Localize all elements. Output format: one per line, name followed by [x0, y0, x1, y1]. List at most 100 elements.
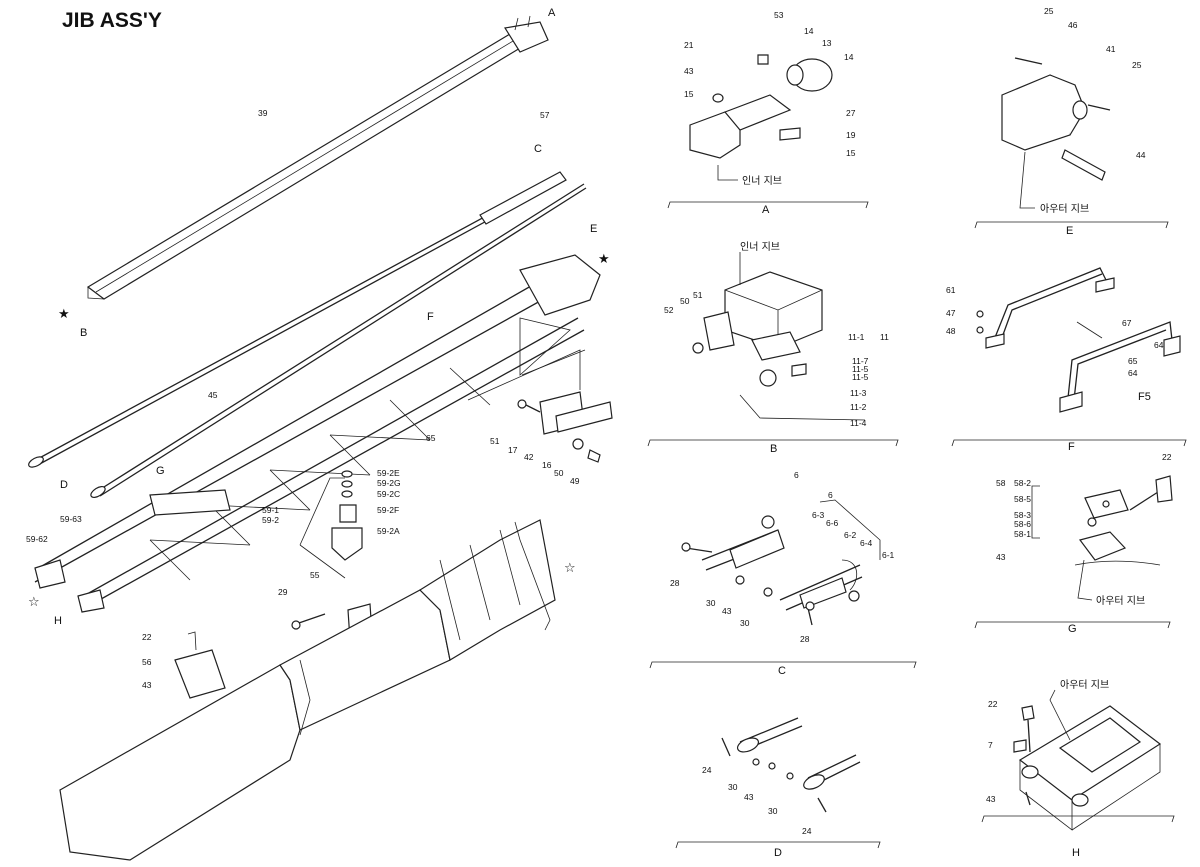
star-marker-h: ☆ — [28, 595, 40, 610]
d-label-24a: 24 — [702, 765, 712, 775]
e-caption: E — [1066, 225, 1073, 237]
e-label-44: 44 — [1136, 150, 1146, 160]
b-korean-label: 인너 지브 — [740, 241, 780, 253]
a-label-14a: 14 — [804, 26, 814, 36]
callout-g: G — [156, 465, 165, 477]
label-42: 42 — [524, 452, 534, 462]
b-label-11-4: 11-4 — [850, 418, 867, 428]
h-label-43: 43 — [986, 794, 996, 804]
label-50: 50 — [554, 468, 564, 478]
detail-g: 58 58-2 58-5 58-3 58-6 58-1 22 43 아우터 지브… — [974, 452, 1173, 635]
callout-e: E — [590, 223, 597, 235]
jib-member-39 — [86, 15, 549, 300]
e-label-46: 46 — [1068, 20, 1078, 30]
g-caption: G — [1068, 623, 1077, 635]
g-label-58: 58 — [996, 478, 1006, 488]
c-label-43: 43 — [722, 606, 732, 616]
callout-b: B — [80, 327, 87, 339]
callout-h: H — [54, 615, 62, 627]
c-label-30b: 30 — [740, 618, 750, 628]
label-17: 17 — [508, 445, 518, 455]
star-marker-boom: ☆ — [564, 561, 576, 576]
detail-b: 인너 지브 51 50 52 11-1 11 11-7 11-5 11-5 11… — [647, 241, 899, 455]
a-label-19: 19 — [846, 130, 856, 140]
detail-e: 25 46 41 25 44 아우터 지브 E — [974, 6, 1169, 237]
c-label-6-4: 6-4 — [860, 538, 873, 548]
c-label-6-6: 6-6 — [826, 518, 839, 528]
c-label-28a: 28 — [670, 578, 680, 588]
e-label-25a: 25 — [1044, 6, 1054, 16]
g-label-58-5: 58-5 — [1014, 494, 1031, 504]
detail-h: 아우터 지브 22 7 43 H — [981, 679, 1175, 859]
f-label-48: 48 — [946, 326, 956, 336]
a-label-15a: 15 — [684, 89, 694, 99]
g-label-43: 43 — [996, 552, 1006, 562]
star-marker-b: ★ — [58, 307, 70, 322]
label-59-2f: 59-2F — [377, 505, 399, 515]
label-22: 22 — [142, 632, 152, 642]
b-label-51: 51 — [693, 290, 703, 300]
b-label-11-5b: 11-5 — [852, 372, 869, 382]
d-label-43: 43 — [744, 792, 754, 802]
f-label-64a: 64 — [1154, 340, 1164, 350]
label-59-63: 59-63 — [60, 514, 82, 524]
b-label-50: 50 — [680, 296, 690, 306]
e-label-25b: 25 — [1132, 60, 1142, 70]
a-label-21: 21 — [684, 40, 694, 50]
detail-c: 6 6 6-3 6-6 6-2 6-4 6-1 28 30 43 30 28 C — [649, 470, 917, 677]
a-label-53: 53 — [774, 10, 784, 20]
bracket-group — [467, 349, 613, 463]
g-label-22: 22 — [1162, 452, 1172, 462]
h-korean-label: 아우터 지브 — [1060, 679, 1109, 691]
g-label-58-2: 58-2 — [1014, 478, 1031, 488]
label-59-2g: 59-2G — [377, 478, 401, 488]
g-korean-label: 아우터 지브 — [1096, 595, 1145, 607]
c-label-6b: 6 — [828, 490, 833, 500]
e-label-41: 41 — [1106, 44, 1116, 54]
e-korean-label: 아우터 지브 — [1040, 203, 1089, 215]
detail-a: 53 14 13 14 21 43 15 27 19 15 인너 지브 A — [667, 10, 869, 216]
g-label-58-6: 58-6 — [1014, 519, 1031, 529]
label-65: 65 — [426, 433, 436, 443]
c-label-6-1: 6-1 — [882, 550, 895, 560]
boom-base — [59, 519, 556, 861]
b-caption: B — [770, 443, 777, 455]
detail-f: 61 47 48 67 64 65 64 F5 F — [946, 267, 1187, 453]
callout-d: D — [60, 479, 68, 491]
a-label-43: 43 — [684, 66, 694, 76]
label-57: 57 — [540, 110, 550, 120]
d-label-24b: 24 — [802, 826, 812, 836]
f-label-65: 65 — [1128, 356, 1138, 366]
label-43: 43 — [142, 680, 152, 690]
h-label-7: 7 — [988, 740, 993, 750]
f-label-67: 67 — [1122, 318, 1132, 328]
c-label-6-3: 6-3 — [812, 510, 825, 520]
d-label-30a: 30 — [728, 782, 738, 792]
f-label-61: 61 — [946, 285, 956, 295]
detail-59 — [299, 470, 363, 579]
g-label-58-3: 58-3 — [1014, 510, 1031, 520]
label-59-2: 59-2 — [262, 515, 279, 525]
b-label-11-2: 11-2 — [850, 402, 867, 412]
a-label-15b: 15 — [846, 148, 856, 158]
b-label-11-1: 11-1 — [848, 332, 865, 342]
callout-f: F — [427, 311, 434, 323]
label-16: 16 — [542, 460, 552, 470]
a-label-13: 13 — [822, 38, 832, 48]
callout-c: C — [534, 143, 542, 155]
a-caption: A — [762, 204, 770, 216]
main-exploded-view: ★ ★ ☆ ☆ A B C D E F G H 39 57 45 65 51 1… — [26, 7, 613, 861]
label-59-2e: 59-2E — [377, 468, 400, 478]
f-model-label: F5 — [1138, 391, 1151, 403]
a-korean-label: 인너 지브 — [742, 175, 782, 187]
label-59-1: 59-1 — [262, 505, 279, 515]
a-label-27: 27 — [846, 108, 856, 118]
strut-45 — [28, 171, 587, 499]
g-label-58-1: 58-1 — [1014, 529, 1031, 539]
b-label-11-3: 11-3 — [850, 388, 867, 398]
c-label-6-2: 6-2 — [844, 530, 857, 540]
d-caption: D — [774, 847, 782, 859]
f-caption: F — [1068, 441, 1075, 453]
c-label-6a: 6 — [794, 470, 799, 480]
